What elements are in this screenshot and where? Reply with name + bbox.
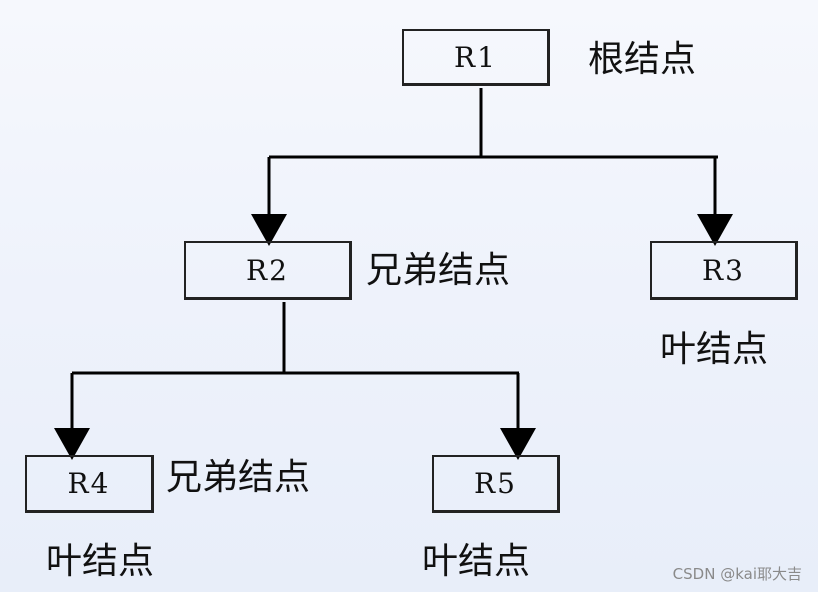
arrowheads xyxy=(54,214,733,460)
node-r3-label: R3 xyxy=(702,253,745,287)
connector-lines xyxy=(70,88,718,432)
root-node-label: 根结点 xyxy=(588,39,697,80)
node-r3: R3 xyxy=(650,241,798,300)
csdn-watermark: CSDN @kai耶大吉 xyxy=(672,565,802,583)
arrow-to-r3 xyxy=(697,214,733,246)
node-r1: R1 xyxy=(402,29,550,86)
arrow-to-r4 xyxy=(54,428,90,460)
node-r4-label: R4 xyxy=(67,467,111,500)
node-r1-label: R1 xyxy=(454,40,497,74)
sibling-node-label-r2: 兄弟结点 xyxy=(366,250,511,291)
node-r5: R5 xyxy=(432,455,560,513)
node-r2-label: R2 xyxy=(246,253,289,287)
node-r4: R4 xyxy=(25,455,154,513)
node-r2: R2 xyxy=(184,241,352,300)
leaf-node-label-r4: 叶结点 xyxy=(46,541,155,582)
arrow-to-r2 xyxy=(251,214,287,246)
leaf-node-label-r3: 叶结点 xyxy=(660,329,769,370)
leaf-node-label-r5: 叶结点 xyxy=(422,541,531,582)
arrow-to-r5 xyxy=(500,428,536,460)
sibling-node-label-r4: 兄弟结点 xyxy=(166,457,311,498)
node-r5-label: R5 xyxy=(474,467,517,500)
